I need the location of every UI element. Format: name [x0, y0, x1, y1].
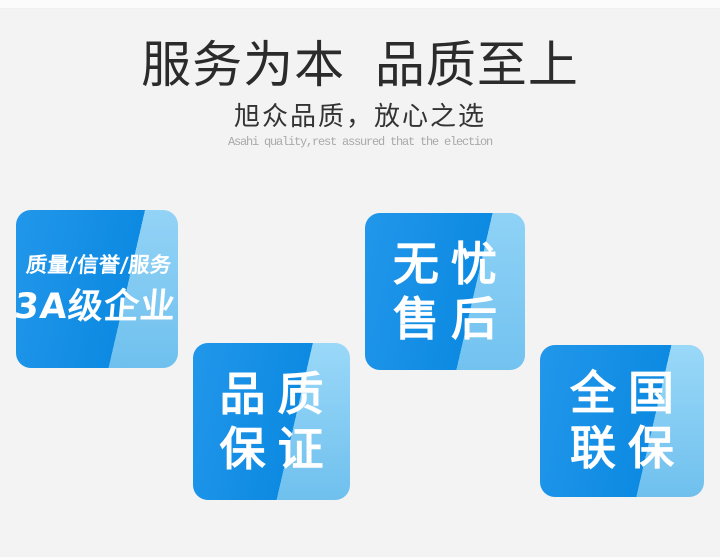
badge-3a-enterprise: 质量/信誉/服务 3A级企业	[16, 210, 178, 368]
badge-worry-free-after-sales-line1: 无忧	[393, 236, 509, 291]
badge-quality-guarantee-line2: 保证	[219, 421, 336, 476]
subtitle-chinese: 旭众品质，放心之选	[233, 102, 486, 131]
bottom-divider	[0, 557, 720, 560]
header: 服务为本 品质至上 旭众品质，放心之选 Asahi quality,rest a…	[0, 0, 720, 149]
badge-quality-guarantee-line1: 品质	[219, 366, 336, 421]
badge-3a-enterprise-line1: 质量/信誉/服务	[25, 252, 173, 277]
top-divider	[0, 0, 720, 9]
badge-nationwide-warranty-line1: 全国	[570, 366, 686, 420]
badge-worry-free-after-sales: 无忧 售后	[365, 213, 525, 370]
badge-quality-guarantee: 品质 保证	[193, 343, 350, 500]
badge-3a-enterprise-line2: 3A级企业	[16, 286, 178, 327]
badge-worry-free-after-sales-line2: 售后	[393, 291, 509, 346]
badge-3a-enterprise-content: 质量/信誉/服务 3A级企业	[16, 252, 178, 327]
page-title: 服务为本 品质至上	[141, 37, 579, 93]
badge-nationwide-warranty: 全国 联保	[540, 345, 704, 497]
badge-nationwide-warranty-line2: 联保	[570, 421, 686, 475]
subtitle-english: Asahi quality,rest assured that the elec…	[227, 135, 493, 149]
